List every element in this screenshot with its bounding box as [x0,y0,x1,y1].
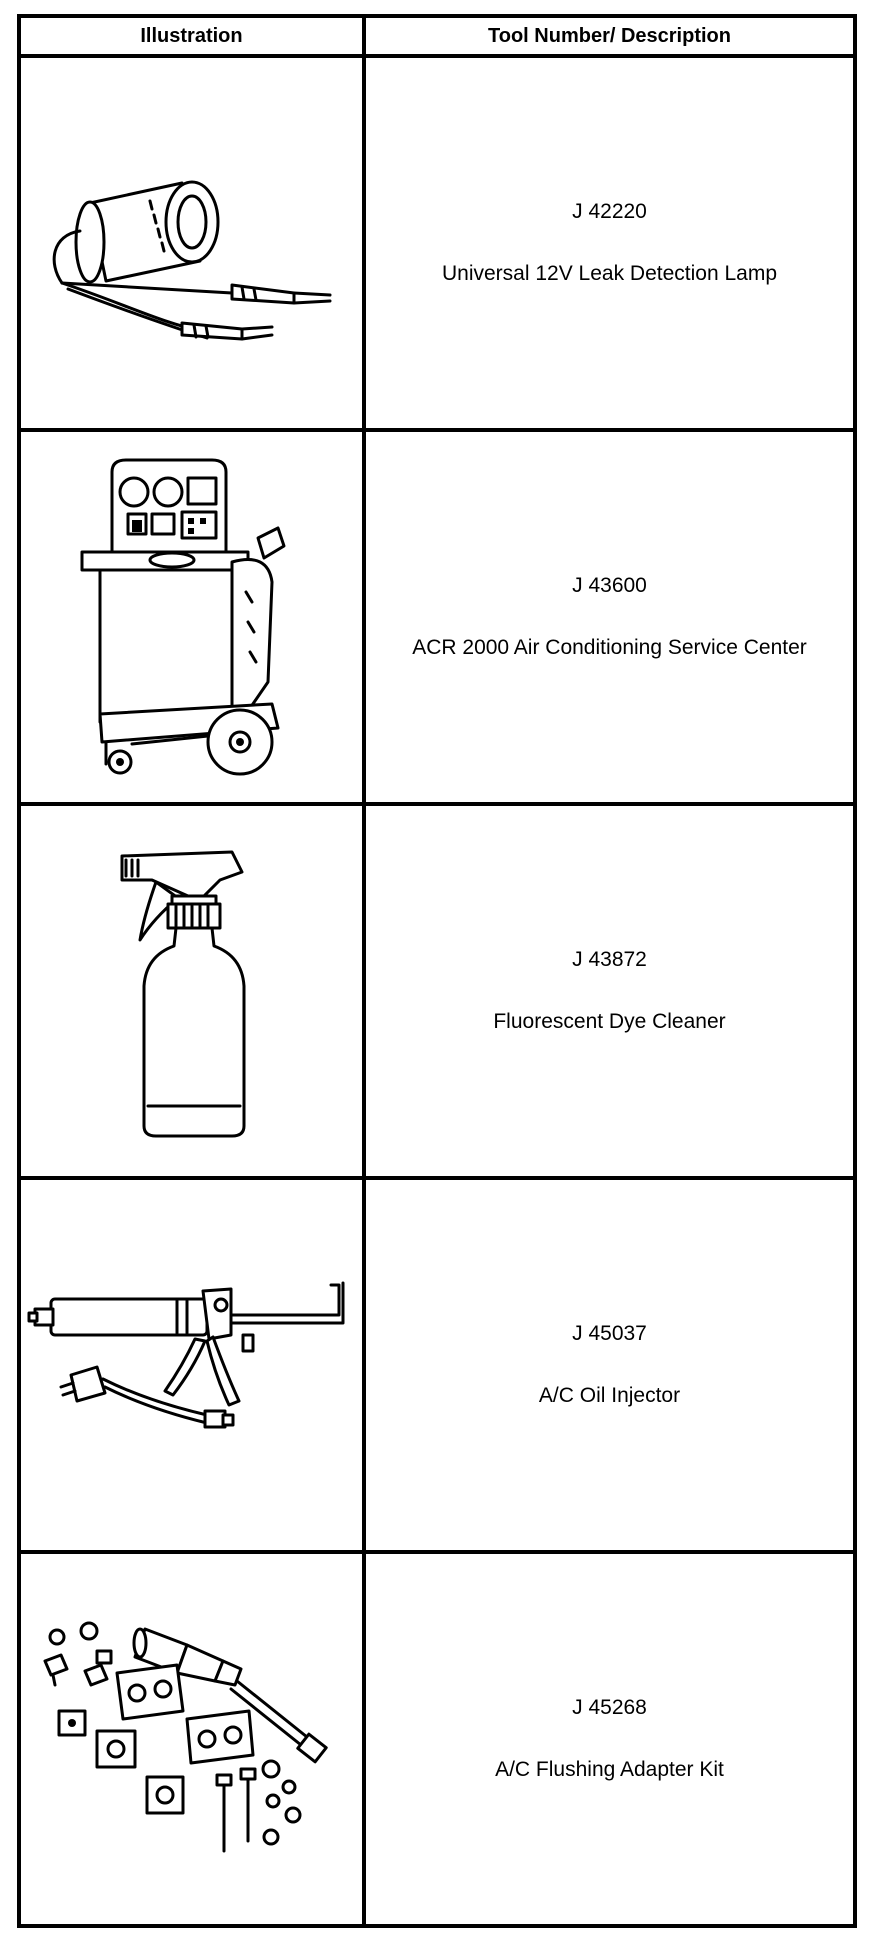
tool-description: Fluorescent Dye Cleaner [493,1010,726,1033]
illustration-cell [17,1176,366,1554]
tool-number: J 45268 [572,1696,647,1719]
illustration-cell [17,428,366,806]
header-row: Illustration Tool Number/ Description [17,14,857,58]
flushing-adapter-kit-icon [43,1621,328,1853]
service-center-cart-icon [80,458,285,776]
description-cell: J 42220 Universal 12V Leak Detection Lam… [362,54,857,432]
table-row: J 45037 A/C Oil Injector [17,1176,857,1554]
tool-description: Universal 12V Leak Detection Lamp [441,262,777,285]
illustration-cell [17,1550,366,1928]
tool-description: A/C Flushing Adapter Kit [495,1758,724,1781]
illustration-header: Illustration [17,14,366,58]
table-row: J 42220 Universal 12V Leak Detection Lam… [17,54,857,432]
tool-number-description-header: Tool Number/ Description [362,14,857,58]
table-row: J 43600 ACR 2000 Air Conditioning Servic… [17,428,857,806]
illustration-cell [17,802,366,1180]
tool-number: J 43600 [572,574,647,597]
description-cell: J 45268 A/C Flushing Adapter Kit [362,1550,857,1928]
description-cell: J 43600 ACR 2000 Air Conditioning Servic… [362,428,857,806]
tool-number: J 42220 [572,200,647,223]
table-row: J 45268 A/C Flushing Adapter Kit [17,1550,857,1928]
tool-number: J 43872 [572,948,647,971]
tool-number: J 45037 [572,1322,647,1345]
oil-injector-gun-icon [27,1281,344,1429]
spray-bottle-icon [120,850,245,1138]
tool-description: ACR 2000 Air Conditioning Service Center [412,636,807,659]
tools-table: Illustration Tool Number/ Description [17,14,857,1928]
description-cell: J 45037 A/C Oil Injector [362,1176,857,1554]
tool-description: A/C Oil Injector [538,1384,681,1407]
table-row: J 43872 Fluorescent Dye Cleaner [17,802,857,1180]
leak-detection-lamp-icon [52,180,331,341]
description-cell: J 43872 Fluorescent Dye Cleaner [362,802,857,1180]
illustration-cell [17,54,366,432]
